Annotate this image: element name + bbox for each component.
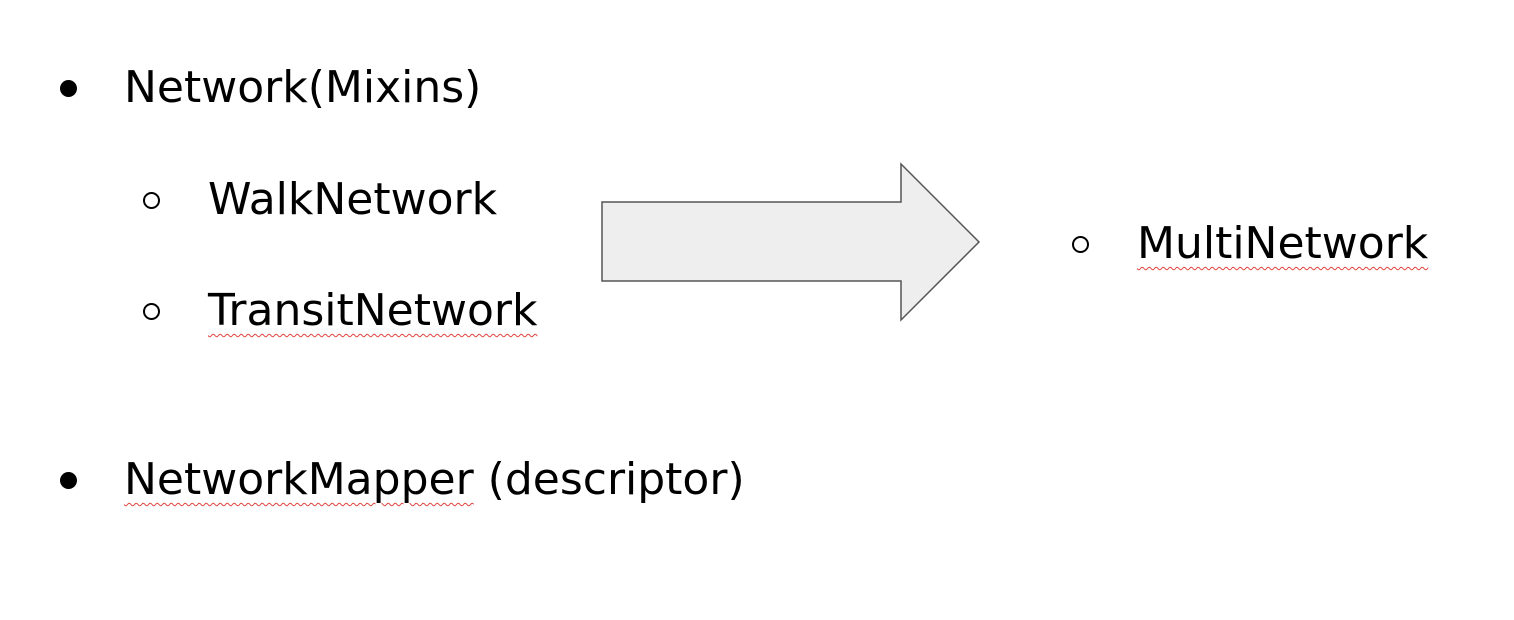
list-item-transit-network: TransitNetwork bbox=[208, 285, 538, 336]
list-item-walk-network: WalkNetwork bbox=[208, 174, 498, 225]
sub-bullet-icon bbox=[1065, 216, 1095, 272]
hollow-bullet-circle bbox=[142, 191, 160, 209]
right-arrow-icon bbox=[601, 162, 981, 322]
sub-bullet-icon bbox=[136, 283, 166, 339]
list-item-network-mapper: NetworkMapper (descriptor) bbox=[124, 452, 745, 508]
network-mapper-term: NetworkMapper bbox=[124, 454, 474, 505]
sub-bullet-icon bbox=[136, 172, 166, 228]
bullet-icon bbox=[53, 452, 83, 508]
list-item-multi-network: MultiNetwork bbox=[1137, 218, 1429, 269]
arrow-shape bbox=[601, 162, 981, 322]
list-item-network-mixins: Network(Mixins) bbox=[124, 62, 482, 113]
filled-bullet-dot bbox=[59, 471, 77, 489]
filled-bullet-dot bbox=[59, 79, 77, 97]
hollow-bullet-circle bbox=[1071, 235, 1089, 253]
network-mapper-descriptor: (descriptor) bbox=[473, 454, 745, 505]
bullet-icon bbox=[53, 60, 83, 116]
hollow-bullet-circle bbox=[142, 302, 160, 320]
